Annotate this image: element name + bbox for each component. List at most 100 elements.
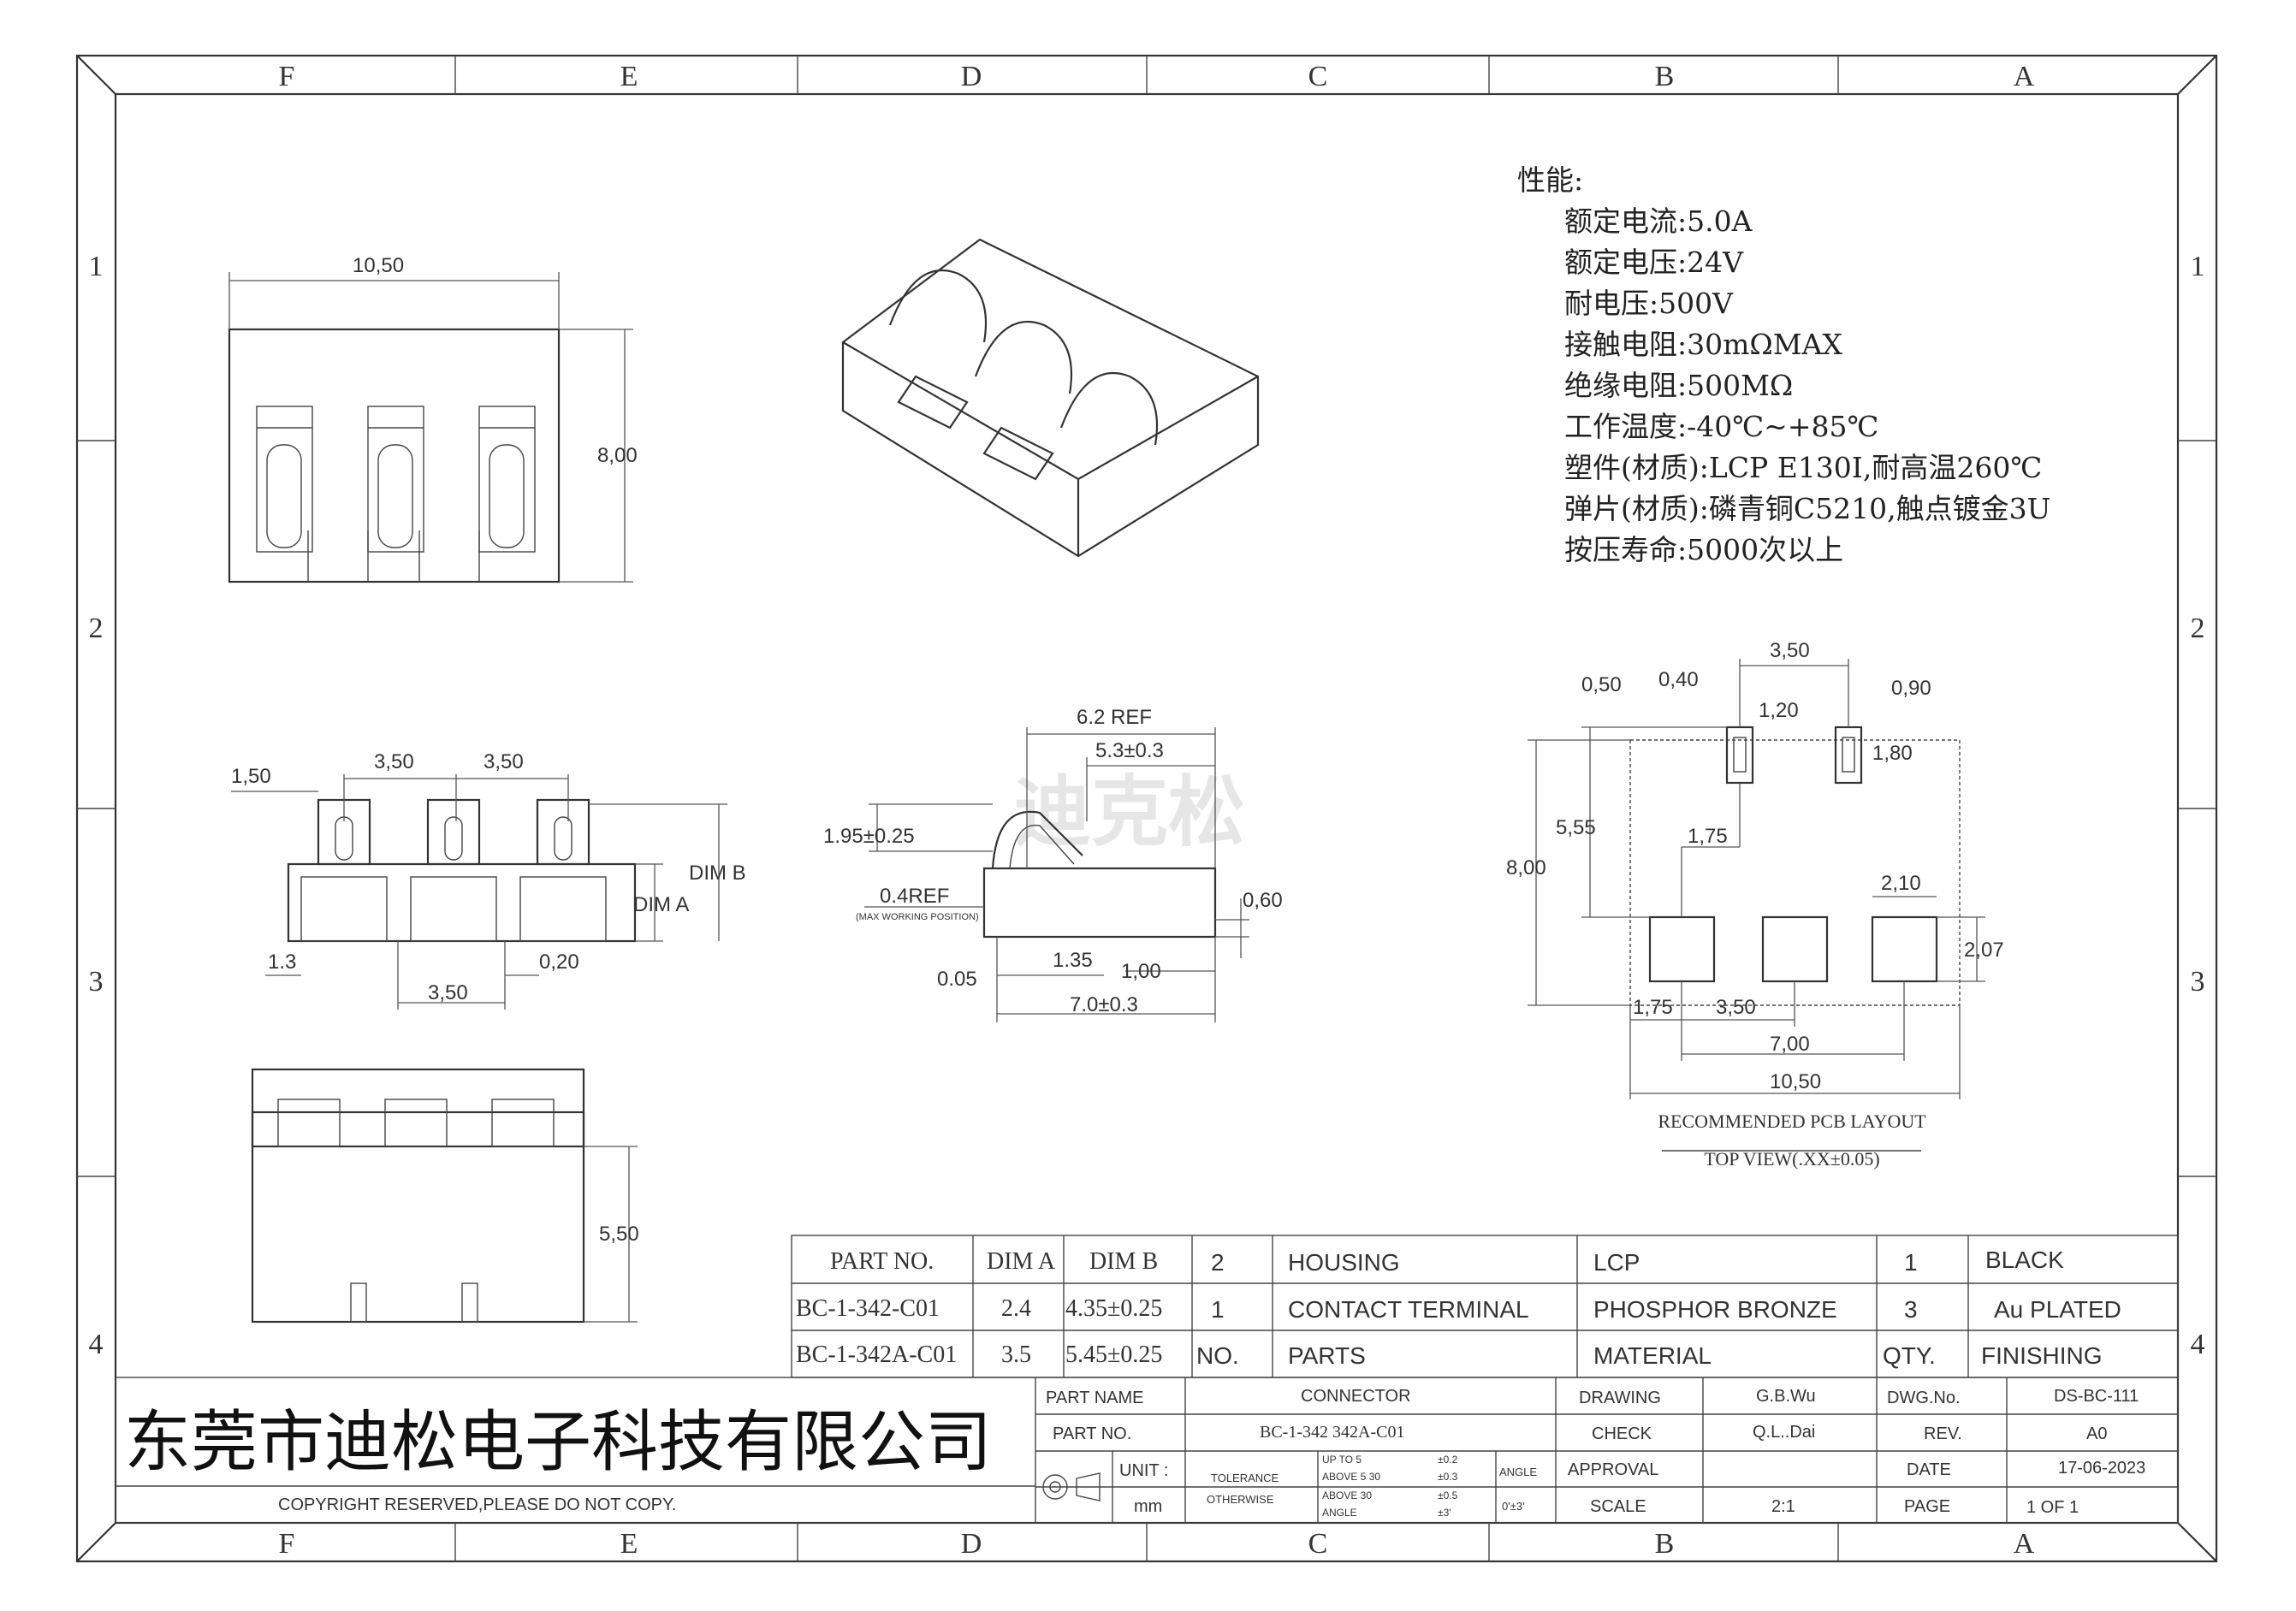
unit-label: UNIT : <box>1119 1461 1168 1480</box>
row-label-left: 2 <box>89 613 104 644</box>
dim-side-note: (MAX WORKING POSITION) <box>856 912 979 922</box>
pcb-dim-slot: 0,40 <box>1658 668 1699 691</box>
spec-line: 绝缘电阻:500MΩ <box>1564 369 1793 402</box>
tol-value: ±0.3 <box>1438 1471 1458 1483</box>
column-dividers <box>77 56 2216 1561</box>
row-label-right: 4 <box>2191 1329 2205 1360</box>
col-label-bottom: E <box>620 1528 638 1560</box>
page-label: PAGE <box>1904 1497 1950 1516</box>
approval-label: APPROVAL <box>1568 1460 1658 1479</box>
bom-qty-cell: 3 <box>1904 1296 1918 1323</box>
pcb-caption-view: TOP VIEW(.XX±0.05) <box>1704 1148 1879 1170</box>
col-label-top: E <box>620 61 638 92</box>
pcb-dim-height: 8,00 <box>1506 856 1546 880</box>
page-value: 1 OF 1 <box>2026 1498 2079 1517</box>
rev-label: REV. <box>1924 1424 1962 1443</box>
dim-front-left: 1,50 <box>231 765 271 788</box>
pcb-caption: RECOMMENDED PCB LAYOUT <box>1658 1111 1926 1132</box>
spec-line: 工作温度:-40℃~+85℃ <box>1564 410 1878 443</box>
title-block <box>115 1377 2179 1524</box>
company-name: 东莞市迪松电子科技有限公司 <box>124 1404 992 1481</box>
part-no-cell: BC-1-342-C01 <box>796 1295 940 1322</box>
dim-bottom-height: 5,50 <box>599 1223 639 1246</box>
spec-line: 接触电阻:30mΩMAX <box>1564 328 1842 361</box>
part-no-cell: BC-1-342A-C01 <box>796 1342 957 1368</box>
specs-title: 性能: <box>1517 163 1583 197</box>
bom-header-material: MATERIAL <box>1593 1342 1712 1369</box>
dim-front-pitch1: 3,50 <box>374 750 414 773</box>
row-label-right: 3 <box>2191 966 2205 998</box>
dim-front-pitch2: 3,50 <box>484 750 524 773</box>
tol-value: ±0.5 <box>1438 1490 1458 1501</box>
dwg-value: DS-BC-111 <box>2054 1387 2139 1406</box>
dim-a-cell: 3.5 <box>1001 1342 1031 1368</box>
table-header-dim-a: DIM A <box>987 1248 1056 1275</box>
bom-header-finishing: FINISHING <box>1981 1342 2103 1369</box>
pcb-dim-pitch: 3,50 <box>1770 639 1810 662</box>
spec-line: 弹片(材质):磷青铜C5210,触点镀金3U <box>1564 492 2050 525</box>
bom-part-cell: CONTACT TERMINAL <box>1288 1296 1529 1323</box>
pcb-dim-offset: 5,55 <box>1556 816 1596 839</box>
dim-a-label: DIM A <box>633 893 689 916</box>
pcb-dim-pad-span: 7,00 <box>1770 1033 1810 1056</box>
scale-label: SCALE <box>1590 1497 1646 1516</box>
row-label-left: 3 <box>89 966 104 998</box>
dim-side-b3: 1,00 <box>1121 960 1161 983</box>
row-label-left: 4 <box>89 1329 104 1360</box>
pcb-dim-left: 0,50 <box>1581 673 1622 696</box>
check-value: Q.L..Dai <box>1753 1423 1815 1442</box>
row-label-right: 2 <box>2191 613 2205 644</box>
dim-side-b2: 1.35 <box>1053 949 1093 972</box>
tol-range: UP TO 5 <box>1322 1454 1362 1466</box>
dim-front-pitch3: 3,50 <box>428 981 468 1004</box>
row-label-right: 1 <box>2191 251 2205 282</box>
date-label: DATE <box>1907 1460 1951 1479</box>
spec-line: 塑件(材质):LCP E130I,耐高温260℃ <box>1564 451 2042 484</box>
dim-b-label: DIM B <box>689 862 746 885</box>
spec-line: 按压寿命:5000次以上 <box>1564 533 1843 566</box>
pcb-dim-total: 10,50 <box>1770 1070 1821 1093</box>
date-value: 17-06-2023 <box>2058 1459 2145 1478</box>
tol-range: ABOVE 5 30 <box>1322 1471 1380 1483</box>
dim-side-ref2: 0.4REF <box>880 885 949 908</box>
row-label-left: 1 <box>89 251 104 282</box>
col-label-top: D <box>961 61 982 92</box>
unit-value: mm <box>1134 1497 1162 1516</box>
dwg-label: DWG.No. <box>1887 1389 1961 1407</box>
drawing-value: G.B.Wu <box>1756 1387 1816 1406</box>
spec-line: 耐电压:500V <box>1564 287 1734 320</box>
part-name-label: PART NAME <box>1046 1389 1143 1407</box>
dim-side-b1: 0.05 <box>937 968 977 991</box>
dim-front-tail: 0,20 <box>539 951 579 974</box>
dim-side-h1: 1.95±0.25 <box>823 825 915 848</box>
top-view <box>228 272 633 583</box>
bom-no-cell: 1 <box>1211 1296 1225 1323</box>
pcb-dim-pad-offset: 1,75 <box>1688 825 1728 848</box>
otherwise-label: OTHERWISE <box>1207 1493 1274 1506</box>
watermark: 迪克松 <box>1014 767 1245 857</box>
check-label: CHECK <box>1592 1424 1652 1443</box>
part-no-label: PART NO. <box>1053 1424 1131 1443</box>
drawing-label: DRAWING <box>1579 1389 1661 1407</box>
rev-value: A0 <box>2086 1424 2107 1443</box>
copyright-note: COPYRIGHT RESERVED,PLEASE DO NOT COPY. <box>278 1496 676 1514</box>
dim-side-t1: 0,60 <box>1243 889 1283 912</box>
pcb-dim-bottom-pitch: 3,50 <box>1716 996 1756 1019</box>
dim-b-cell: 4.35±0.25 <box>1065 1295 1162 1322</box>
angle-value: 0'±3' <box>1502 1500 1525 1513</box>
tol-value: ±3' <box>1438 1507 1451 1519</box>
bom-material-cell: LCP <box>1593 1249 1640 1276</box>
part-name-value: CONNECTOR <box>1301 1387 1411 1406</box>
tol-range: ANGLE <box>1322 1507 1357 1519</box>
front-view <box>231 774 727 1010</box>
col-label-bottom: F <box>279 1528 295 1560</box>
side-view <box>864 727 1249 1022</box>
col-label-top: B <box>1655 61 1675 92</box>
dim-top-width: 10,50 <box>353 254 404 277</box>
pcb-dim-pad-height: 2,07 <box>1964 939 2004 962</box>
bom-no-cell: 2 <box>1211 1249 1225 1276</box>
col-label-bottom: D <box>961 1528 982 1560</box>
bom-finish-cell: Au PLATED <box>1994 1296 2121 1323</box>
col-label-top: A <box>2014 61 2035 92</box>
